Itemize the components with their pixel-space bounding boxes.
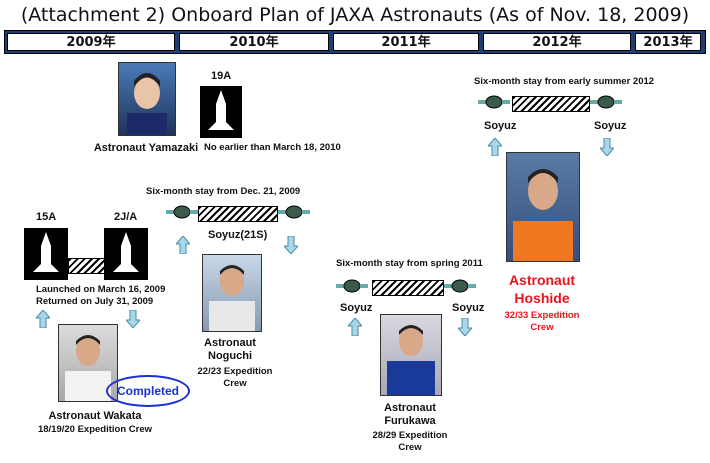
hoshide-crew-line2: Crew	[530, 322, 554, 333]
noguchi-crew-line2: Crew	[223, 378, 247, 389]
soyuz-icon	[478, 95, 510, 109]
up-arrow-icon	[36, 310, 50, 328]
soyuz-icon	[166, 205, 198, 219]
shuttle-15a-icon	[24, 228, 68, 280]
yamazaki-name: Astronaut Yamazaki	[93, 142, 199, 154]
timeline-bar: 2009年 2010年 2011年 2012年 2013年	[4, 30, 706, 54]
noguchi-name-line2: Noguchi	[208, 350, 252, 362]
wakata-stay-bar	[68, 258, 106, 274]
flight-15a-label: 15A	[36, 211, 57, 223]
page-title: (Attachment 2) Onboard Plan of JAXA Astr…	[20, 4, 690, 26]
year-2011: 2011年	[333, 33, 479, 51]
hoshide-stay-bar	[512, 96, 590, 112]
hoshide-soyuz-right-label: Soyuz	[594, 120, 627, 132]
down-arrow-icon	[458, 318, 472, 336]
soyuz-21s-label: Soyuz(21S)	[208, 229, 268, 241]
wakata-crew: 18/19/20 Expedition Crew	[37, 424, 153, 435]
year-2013: 2013年	[635, 33, 701, 51]
noguchi-name-line1: Astronaut	[204, 337, 256, 349]
hoshide-soyuz-left-label: Soyuz	[484, 120, 517, 132]
hoshide-crew-line1: 32/33 Expedition	[504, 310, 580, 321]
furukawa-soyuz-right-label: Soyuz	[452, 302, 485, 314]
wakata-launched: Launched on March 16, 2009	[36, 284, 166, 295]
up-arrow-icon	[488, 138, 502, 156]
yamazaki-launch-note: No earlier than March 18, 2010	[204, 142, 341, 153]
year-2010: 2010年	[179, 33, 329, 51]
furukawa-crew-line1: 28/29 Expedition	[372, 430, 448, 441]
down-arrow-icon	[284, 236, 298, 254]
noguchi-stay-label: Six-month stay from Dec. 21, 2009	[146, 186, 301, 197]
year-2009: 2009年	[7, 33, 175, 51]
hoshide-photo	[506, 152, 580, 262]
year-2012: 2012年	[483, 33, 631, 51]
down-arrow-icon	[600, 138, 614, 156]
furukawa-crew-line2: Crew	[398, 442, 422, 453]
furukawa-photo	[380, 314, 442, 396]
flight-19a-label: 19A	[211, 70, 232, 82]
shuttle-19a-icon	[200, 86, 242, 138]
down-arrow-icon	[126, 310, 140, 328]
furukawa-stay-bar	[372, 280, 444, 296]
noguchi-crew-line1: 22/23 Expedition	[197, 366, 273, 377]
noguchi-stay-bar	[198, 206, 278, 222]
furukawa-name-line1: Astronaut	[384, 402, 436, 414]
wakata-name: Astronaut Wakata	[48, 410, 142, 422]
soyuz-icon	[444, 279, 476, 293]
furukawa-stay-label: Six-month stay from spring 2011	[336, 258, 483, 269]
hoshide-name-line2: Hoshide	[514, 290, 570, 306]
hoshide-stay-label: Six-month stay from early summer 2012	[474, 76, 655, 87]
furukawa-name-line2: Furukawa	[384, 415, 436, 427]
soyuz-icon	[278, 205, 310, 219]
up-arrow-icon	[176, 236, 190, 254]
flight-2ja-label: 2J/A	[114, 211, 138, 223]
soyuz-icon	[336, 279, 368, 293]
shuttle-2ja-icon	[104, 228, 148, 280]
noguchi-photo	[202, 254, 262, 332]
up-arrow-icon	[348, 318, 362, 336]
yamazaki-photo	[118, 62, 176, 136]
furukawa-soyuz-left-label: Soyuz	[340, 302, 373, 314]
completed-badge: Completed	[106, 375, 190, 407]
soyuz-icon	[590, 95, 622, 109]
hoshide-name-line1: Astronaut	[508, 272, 576, 288]
wakata-returned: Returned on July 31, 2009	[36, 296, 154, 307]
